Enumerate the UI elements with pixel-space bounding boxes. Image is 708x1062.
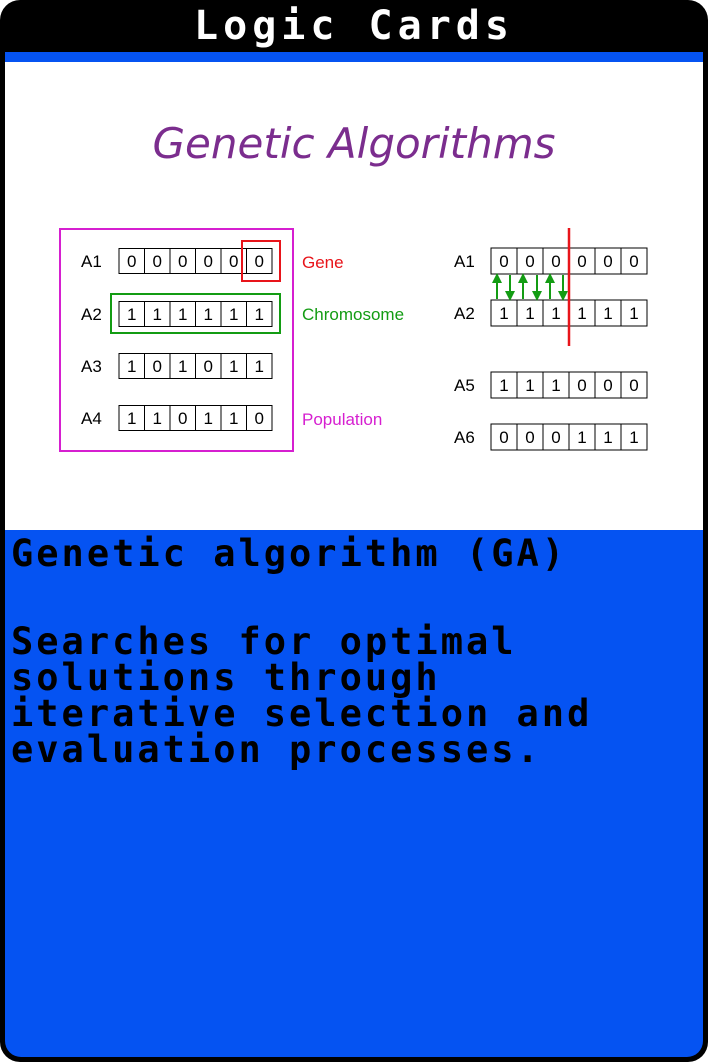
gene-cell: 0 (551, 252, 560, 271)
gene-cell: 1 (255, 357, 264, 376)
row-label: A1 (454, 252, 475, 271)
population-outline (59, 228, 294, 452)
gene-cell: 0 (577, 376, 586, 395)
term-heading: Genetic algorithm (GA) (11, 532, 568, 575)
gene-cell: 1 (577, 304, 586, 323)
row-label: A3 (81, 357, 102, 376)
gene-cell: 1 (255, 305, 264, 324)
population-annotation: Population (302, 410, 382, 429)
gene-cell: 0 (577, 252, 586, 271)
gene-cell: 1 (153, 409, 162, 428)
gene-cell: 0 (204, 357, 213, 376)
gene-cell: 1 (629, 304, 638, 323)
chromosome-annotation: Chromosome (302, 305, 404, 324)
gene-cell: 0 (178, 252, 187, 271)
gene-cell: 0 (255, 252, 264, 271)
gene-cell: 1 (153, 305, 162, 324)
gene-cell: 1 (178, 357, 187, 376)
gene-cell: 0 (204, 252, 213, 271)
gene-cell: 0 (603, 252, 612, 271)
gene-cell: 1 (178, 305, 187, 324)
gene-cell: 1 (127, 305, 136, 324)
gene-cell: 1 (229, 357, 238, 376)
gene-cell: 1 (229, 305, 238, 324)
gene-cell: 0 (178, 409, 187, 428)
chromosome-highlight (110, 293, 281, 334)
gene-cell: 0 (629, 376, 638, 395)
gene-cell: 0 (525, 252, 534, 271)
row-label: A5 (454, 376, 475, 395)
gene-cell: 0 (255, 409, 264, 428)
gene-cell: 0 (551, 428, 560, 447)
gene-highlight (241, 240, 281, 282)
diagram-title: Genetic Algorithms (153, 119, 556, 168)
gene-cell: 0 (229, 252, 238, 271)
row-label: A4 (81, 409, 102, 428)
gene-cell: 1 (229, 409, 238, 428)
gene-cell: 1 (204, 305, 213, 324)
row-label: A2 (454, 304, 475, 323)
gene-cell: 0 (629, 252, 638, 271)
card-header-title: Logic Cards (194, 3, 514, 49)
gene-cell: 1 (629, 428, 638, 447)
gene-cell: 1 (603, 304, 612, 323)
gene-cell: 1 (551, 376, 560, 395)
gene-cell: 1 (525, 304, 534, 323)
gene-cell: 0 (153, 357, 162, 376)
header-divider (5, 52, 703, 62)
card-header: Logic Cards (0, 0, 708, 52)
gene-annotation: Gene (302, 253, 344, 272)
gene-cell: 0 (603, 376, 612, 395)
gene-cell: 1 (525, 376, 534, 395)
gene-cell: 1 (204, 409, 213, 428)
gene-cell: 1 (499, 304, 508, 323)
row-label: A1 (81, 252, 102, 271)
gene-cell: 1 (499, 376, 508, 395)
row-label: A2 (81, 305, 102, 324)
gene-cell: 1 (603, 428, 612, 447)
gene-cell: 0 (127, 252, 136, 271)
gene-cell: 0 (499, 428, 508, 447)
gene-cell: 1 (577, 428, 586, 447)
gene-cell: 0 (499, 252, 508, 271)
definition-panel: Genetic algorithm (GA) Searches for opti… (5, 530, 703, 1057)
term-definition: Searches for optimal solutions through i… (11, 620, 593, 771)
gene-cell: 0 (525, 428, 534, 447)
gene-cell: 1 (127, 357, 136, 376)
row-label: A6 (454, 428, 475, 447)
gene-cell: 1 (127, 409, 136, 428)
gene-cell: 0 (153, 252, 162, 271)
gene-cell: 1 (551, 304, 560, 323)
